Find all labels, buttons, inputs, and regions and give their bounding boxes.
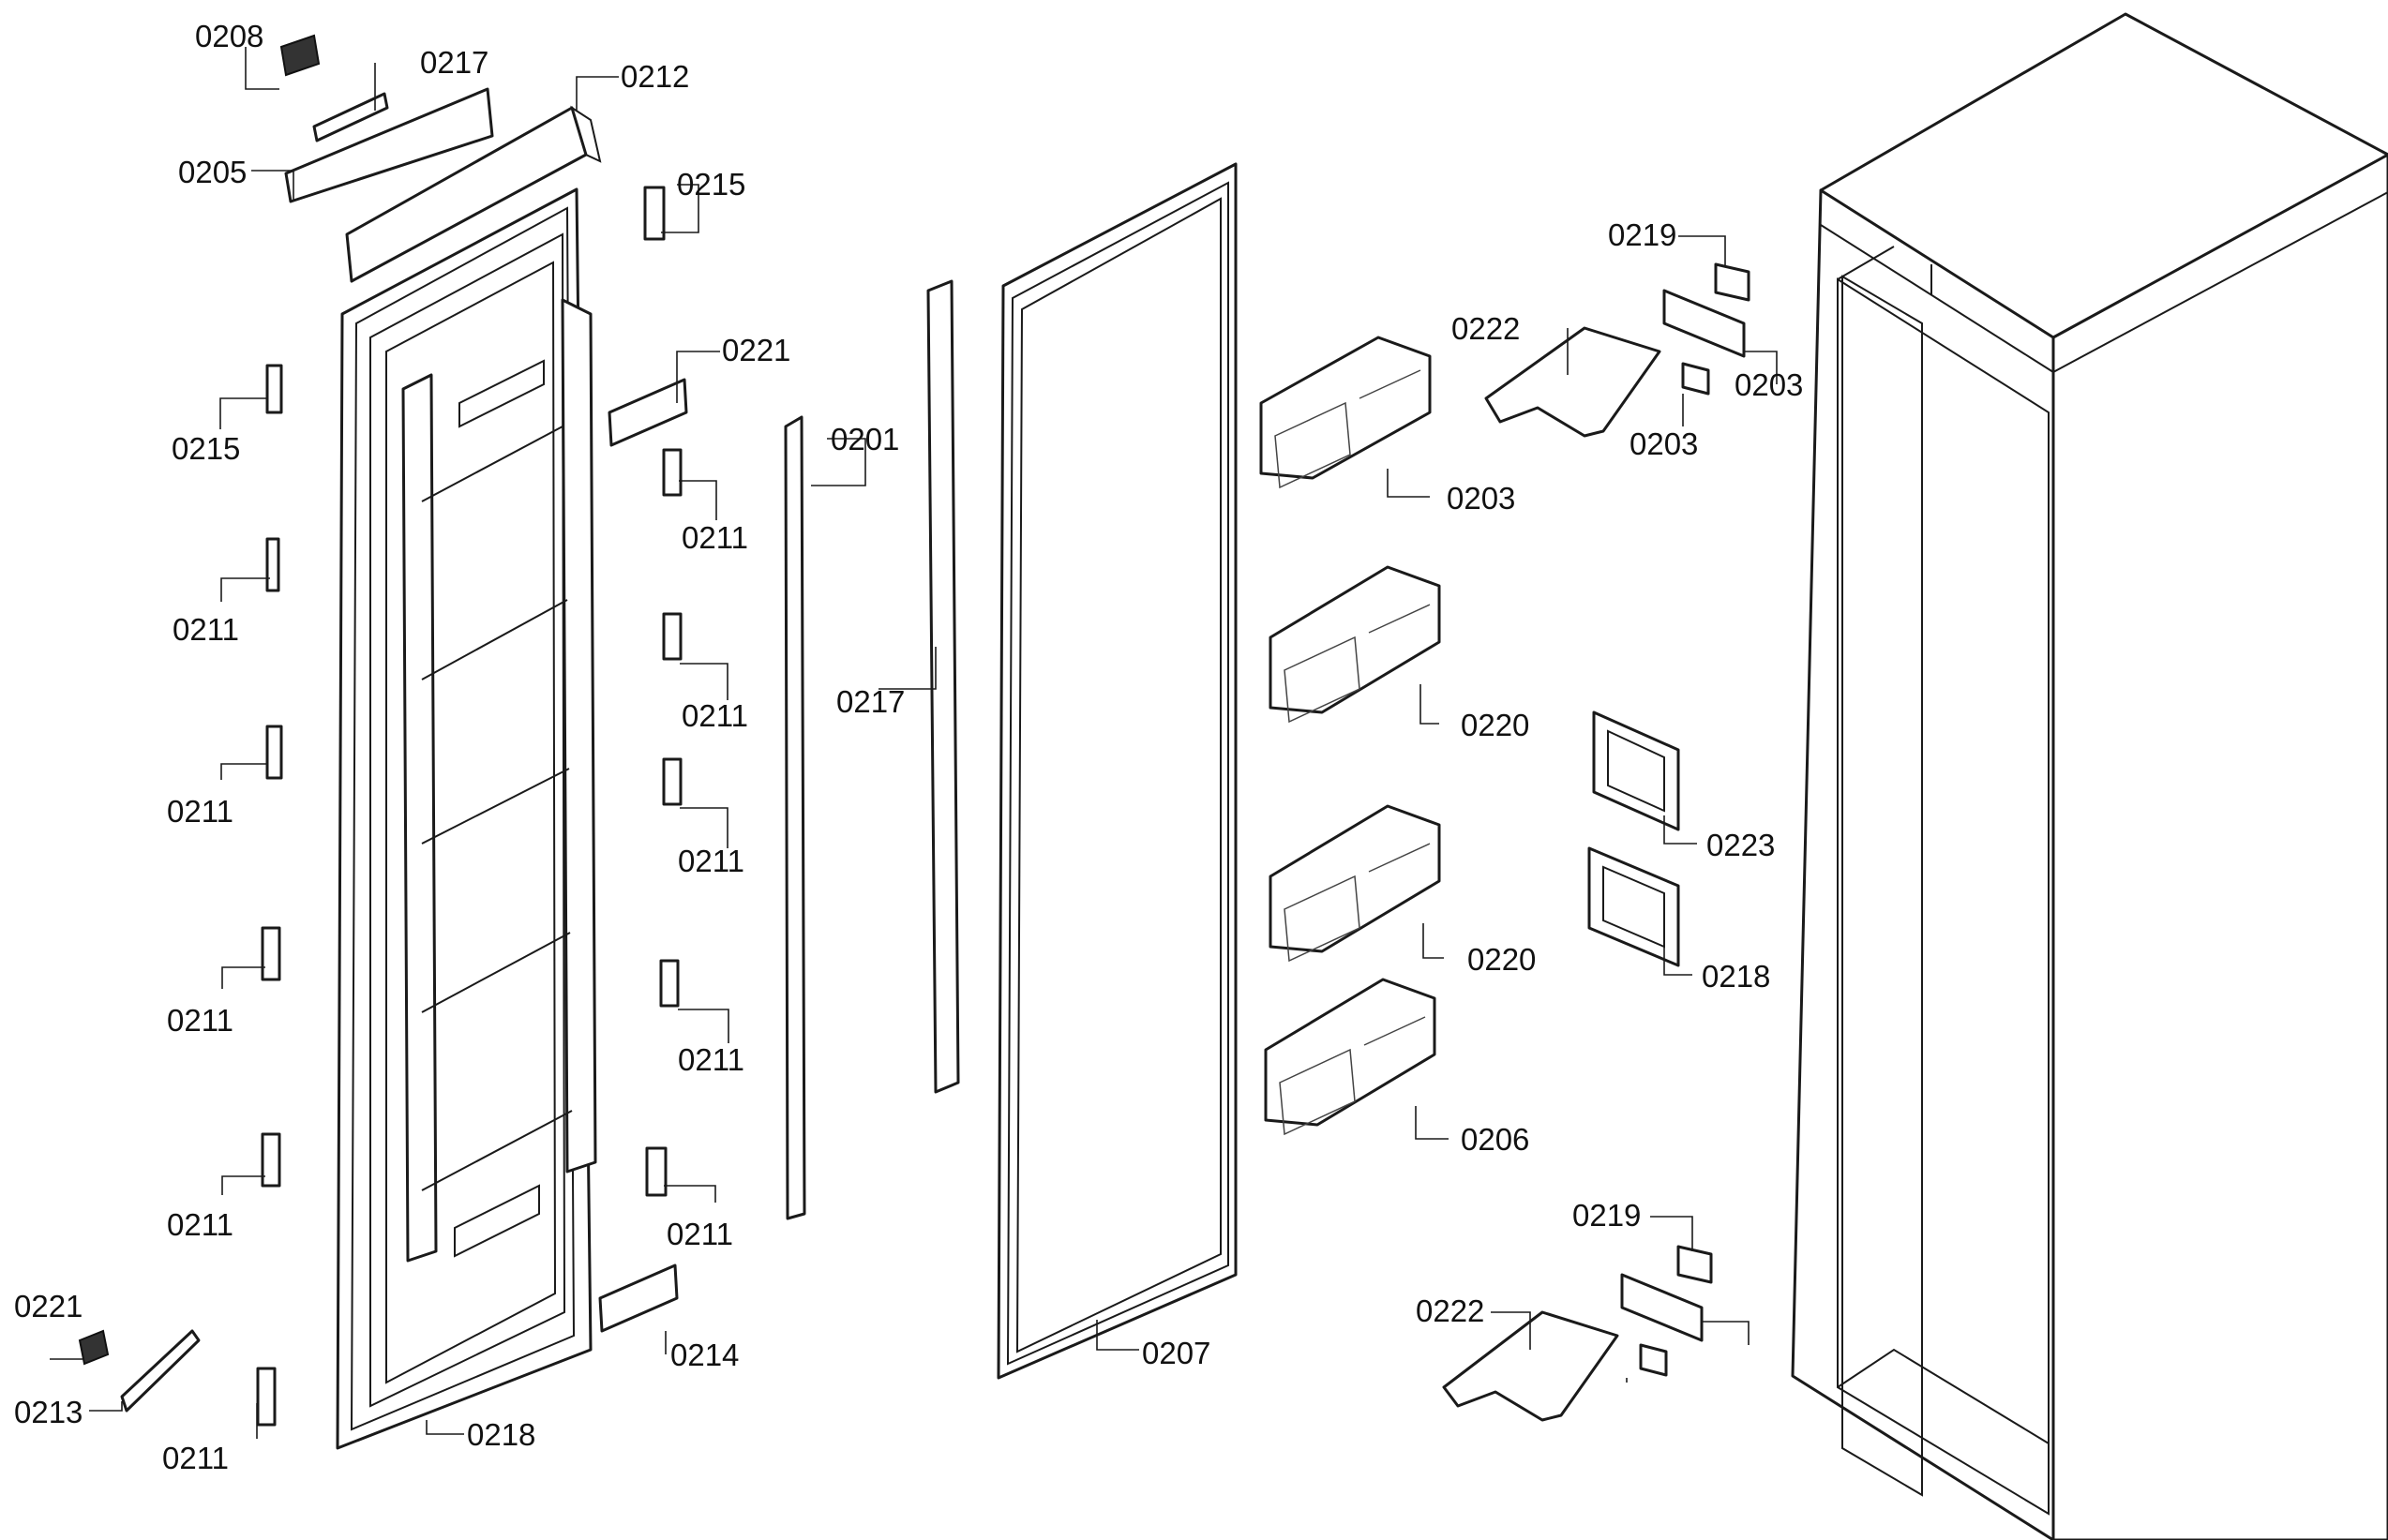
label-0221: 0221 [722,333,790,367]
door-strips [784,279,960,1220]
label-0218: 0219 [1608,217,1676,252]
plates [1587,710,1680,967]
label-0207: 0222 [1451,311,1520,346]
label-0208: 0208 [195,19,263,53]
bin-1 [1259,336,1432,489]
label-0211: 0211 [173,612,239,647]
left-clips [78,364,283,1427]
label-0201: 0201 [831,422,899,456]
label-0213: 0218 [467,1417,535,1452]
label-0202: 0217 [836,684,905,719]
hinges [1442,262,1750,1422]
label-0203: 0220 [1467,942,1536,977]
middle-clips [598,186,688,1333]
label-0211: 0211 [678,844,744,878]
label-0211: 0211 [162,1441,229,1475]
label-0211: 0211 [167,1003,233,1038]
leader-lines [50,47,1778,1439]
label-0211: 0211 [682,520,748,555]
label-0211: 0211 [167,794,233,829]
label-0211: 0211 [678,1042,744,1077]
label-0221: 0214 [670,1338,739,1372]
label-0211: 0211 [167,1207,233,1242]
label-0215: 0215 [677,167,745,202]
label-0217: 0217 [420,45,488,80]
label-0214: 0207 [1142,1336,1210,1370]
label-0211: 0211 [682,698,748,733]
label-0212: 0212 [621,59,689,94]
label-0203: 0203 [1447,481,1515,516]
bin-2 [1269,565,1441,724]
label-0218: 0219 [1572,1198,1641,1233]
bin-3 [1269,804,1441,963]
label-0222: 0203 [1630,426,1698,461]
label-0209: 0221 [14,1289,83,1323]
refrigerator-cabinet [1791,12,2388,1540]
door-gasket [997,162,1238,1380]
door-assembly [336,187,597,1450]
label-0206: 0222 [1416,1293,1484,1328]
label-0220: 0218 [1702,959,1770,994]
label-0223: 0206 [1461,1122,1529,1157]
label-0211: 0211 [667,1217,733,1251]
bin-4 [1264,978,1436,1136]
label-0205: 0205 [178,155,247,189]
top-hinge-parts [279,34,602,283]
door-bins [1259,336,1441,1136]
label-0215: 0215 [172,431,240,466]
label-0220: 0223 [1706,828,1775,862]
label-0203: 0220 [1461,708,1529,742]
part-labels: 0208 0217 0212 0205 0215 0215 0221 0201 … [14,19,1803,1475]
label-0217: 0213 [14,1395,83,1429]
label-0219: 0203 [1735,367,1803,402]
